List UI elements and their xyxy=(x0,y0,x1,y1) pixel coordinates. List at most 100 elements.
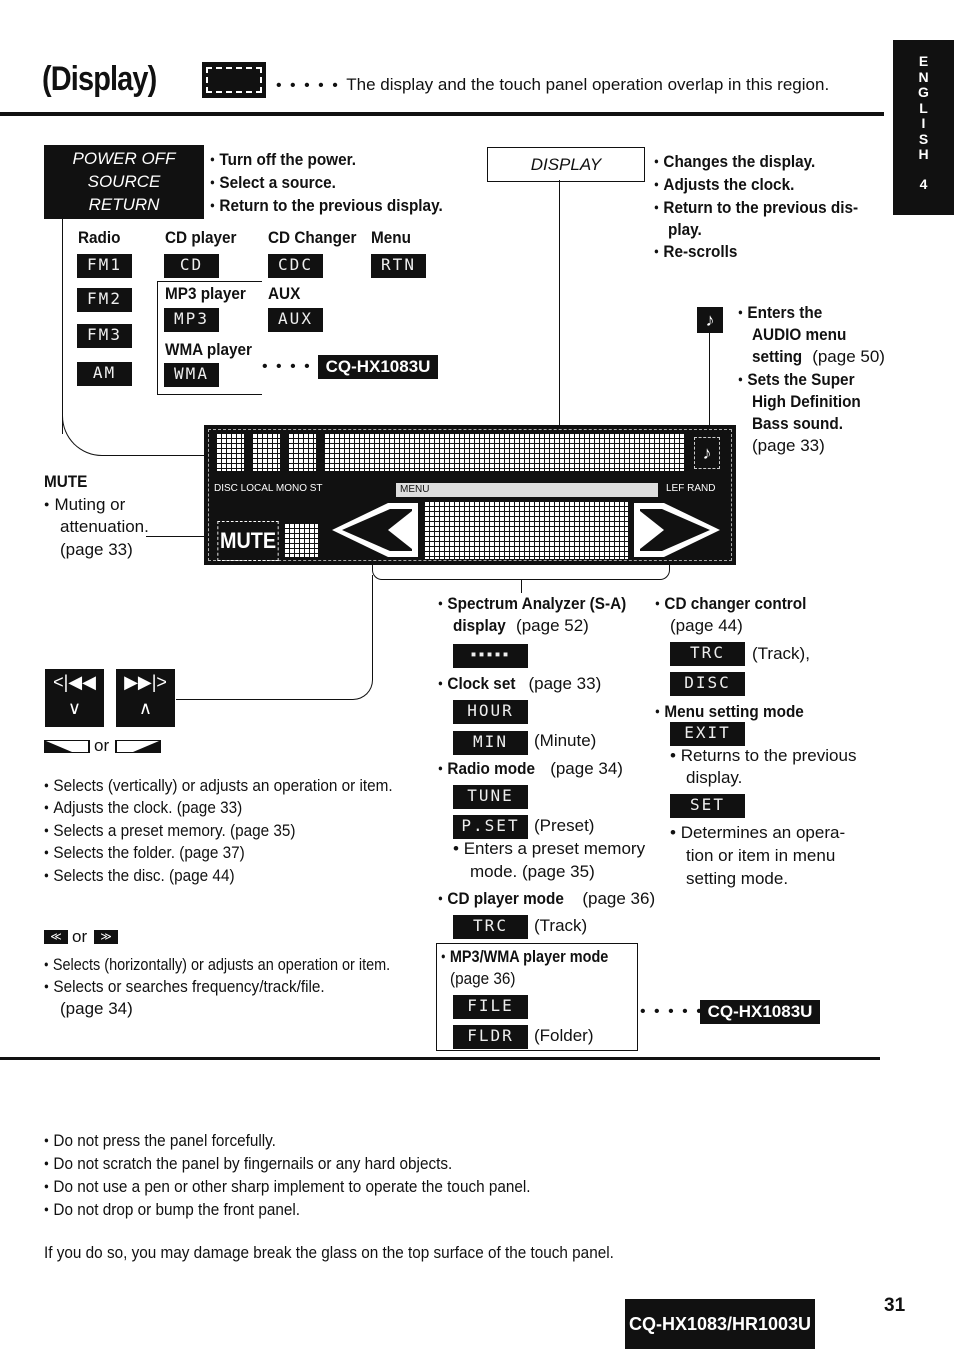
sa-title: Spectrum Analyzer (S-A) xyxy=(438,594,626,614)
mute-line-1: Muting or xyxy=(44,495,125,515)
mute-indicator xyxy=(284,523,318,557)
pset-label: (Preset) xyxy=(534,816,595,835)
caution-item: Do not drop or bump the front panel. xyxy=(44,1200,300,1220)
status-indicators: DISC LOCAL MONO ST xyxy=(214,483,323,494)
audio-action-1b: AUDIO menu xyxy=(752,325,847,344)
lcd-tune: TUNE xyxy=(453,785,528,809)
clock-title-line: Clock set (page 33) xyxy=(438,674,601,694)
lcd-fm2: FM2 xyxy=(77,288,132,312)
display-button[interactable]: DISPLAY xyxy=(487,147,645,182)
overlap-region-icon xyxy=(202,62,266,98)
radio-mode-line: Radio mode (page 34) xyxy=(438,759,623,779)
aux-label: AUX xyxy=(268,284,301,303)
mute-page: (page 33) xyxy=(60,540,133,559)
vertical-item: Selects a preset memory. (page 35) xyxy=(44,821,295,841)
segment-char xyxy=(252,433,280,471)
set-note-3: setting mode. xyxy=(686,869,789,888)
right-arrow-button[interactable] xyxy=(632,501,724,559)
lcd-set: SET xyxy=(670,794,745,818)
lcd-cd: CD xyxy=(164,254,219,278)
down-prev-button[interactable]: <|◀◀∨ xyxy=(45,669,104,727)
return-action: Return to the previous display. xyxy=(210,196,442,216)
cdc-title: CD changer control xyxy=(655,594,806,614)
display-action-2: Adjusts the clock. xyxy=(654,175,794,195)
connector xyxy=(62,219,63,434)
menu-label: Menu xyxy=(371,228,411,247)
lcd-fm3: FM3 xyxy=(77,324,132,348)
wma-player-label: WMA player xyxy=(165,340,253,359)
min-label: (Minute) xyxy=(534,731,597,750)
lcd-sa-display: ▪▪▪▪▪ xyxy=(453,644,528,668)
caution-item: Do not use a pen or other sharp implemen… xyxy=(44,1177,530,1197)
mute-heading: MUTE xyxy=(44,472,88,491)
display-action-4: Re-scrolls xyxy=(654,242,737,262)
rewind-icon: ≪ xyxy=(44,930,68,944)
audio-action-1: Enters the xyxy=(738,303,822,323)
lcd-pset: P.SET xyxy=(453,815,528,839)
pset-note-1: • Enters a preset memory xyxy=(453,839,646,858)
lcd-mp3: MP3 xyxy=(164,308,219,332)
mp3-mode-page: (page 36) xyxy=(450,969,516,988)
mp3-wma-bracket xyxy=(157,281,262,395)
lcd-hour: HOUR xyxy=(453,700,528,724)
dot-matrix-upper xyxy=(324,433,684,471)
caution-item: Do not press the panel forcefully. xyxy=(44,1131,276,1151)
horizontal-item: Selects or searches frequency/track/file… xyxy=(44,977,324,997)
cd-changer-label: CD Changer xyxy=(268,228,357,247)
header-rule xyxy=(0,112,884,116)
source-action: Select a source. xyxy=(210,173,336,193)
lcd-fm1: FM1 xyxy=(77,254,132,278)
mute-button[interactable]: MUTE xyxy=(217,521,279,561)
mp3-player-label: MP3 player xyxy=(165,284,246,303)
mp3-mode-box xyxy=(436,943,638,1051)
page-title: (Display) xyxy=(42,60,157,98)
lcd-rtn: RTN xyxy=(371,254,426,278)
left-arrow-button[interactable] xyxy=(328,501,420,559)
lcd-disc: DISC xyxy=(670,672,745,696)
mp3-mode-title: MP3/WMA player mode xyxy=(441,947,608,967)
lcd-aux: AUX xyxy=(268,308,323,332)
dot-matrix-lower xyxy=(424,501,628,559)
fldr-label: (Folder) xyxy=(534,1026,594,1045)
audio-action-2: Sets the Super xyxy=(738,370,854,390)
lcd-exit: EXIT xyxy=(670,722,745,746)
footer-model: CQ-HX1083/HR1003U xyxy=(625,1299,815,1349)
lcd-am: AM xyxy=(77,362,132,386)
exit-note-2: display. xyxy=(686,768,743,787)
connector xyxy=(709,332,710,432)
left-arrow-icon xyxy=(44,740,90,753)
power-action: Turn off the power. xyxy=(210,150,356,170)
audio-action-2c: Bass sound. xyxy=(752,414,843,433)
lcd-min: MIN xyxy=(453,731,528,755)
caution-footer: If you do so, you may damage break the g… xyxy=(44,1243,614,1262)
overlap-note: • • • • • The display and the touch pane… xyxy=(276,75,830,94)
lcd-cdc-trc: TRC xyxy=(670,642,745,666)
model-tag-sources: CQ-HX1083U xyxy=(318,355,438,379)
vertical-item: Selects the folder. (page 37) xyxy=(44,843,245,863)
lcd-trc: TRC xyxy=(453,915,528,939)
connector xyxy=(559,180,560,426)
up-next-button[interactable]: ▶▶|>∧ xyxy=(116,669,175,727)
pset-note-2: mode. (page 35) xyxy=(470,862,595,881)
or-text: or xyxy=(72,927,88,946)
page-number: 31 xyxy=(884,1295,906,1316)
audio-page: (page 33) xyxy=(752,436,825,455)
caution-item: Do not scratch the panel by fingernails … xyxy=(44,1154,452,1174)
trc-label: (Track) xyxy=(534,916,588,935)
leader-dots: • • • • • xyxy=(640,1003,704,1020)
music-note-icon[interactable]: ♪ xyxy=(697,307,723,333)
display-action-3b: play. xyxy=(668,220,702,239)
vertical-item: Selects (vertically) or adjusts an opera… xyxy=(44,776,392,796)
leader-dots: • • • • xyxy=(262,358,312,375)
music-note-icon[interactable]: ♪ xyxy=(694,437,720,469)
radio-label: Radio xyxy=(78,228,121,247)
audio-action-1c: setting (page 50) xyxy=(752,347,885,366)
connector xyxy=(372,565,670,580)
right-arrow-icon xyxy=(115,740,161,753)
menu-indicator-bar: MENU xyxy=(396,483,658,497)
connector xyxy=(146,536,212,537)
vertical-item: Selects the disc. (page 44) xyxy=(44,866,235,886)
lcd-file: FILE xyxy=(453,995,528,1019)
